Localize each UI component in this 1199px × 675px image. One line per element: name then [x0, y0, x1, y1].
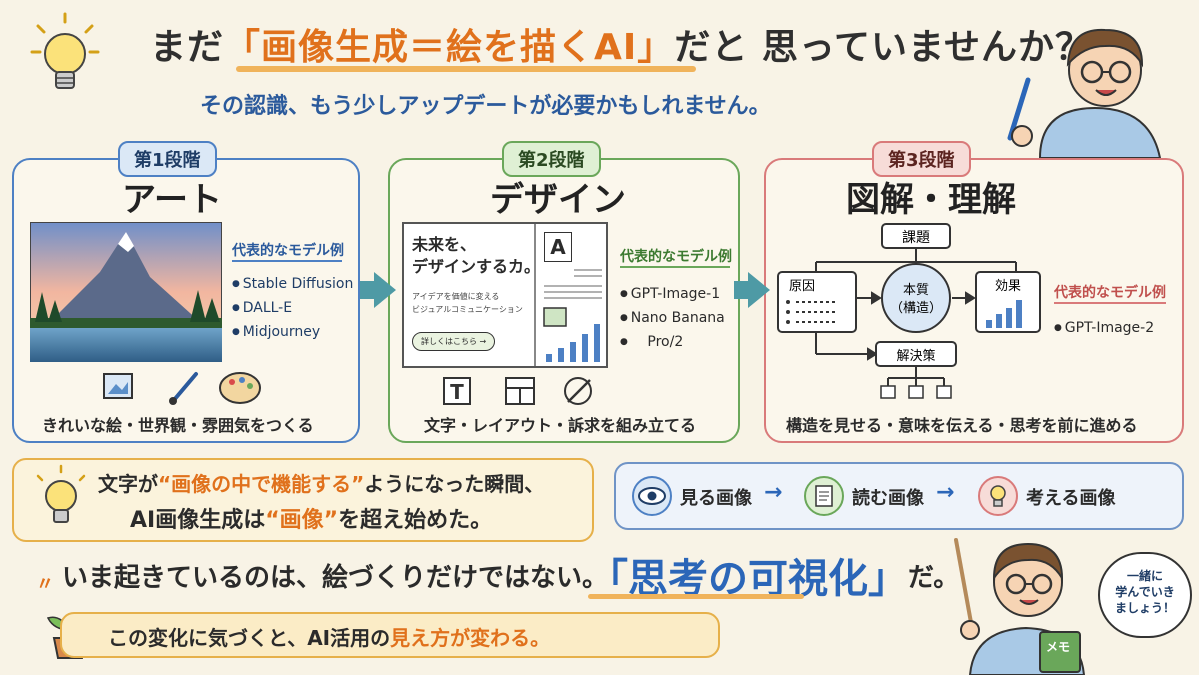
diagram-node-top: 課題	[902, 230, 930, 246]
svg-text:T: T	[450, 380, 464, 404]
insight-text: 文字が	[98, 472, 158, 496]
card-headline-line: 未来を、	[412, 235, 477, 254]
stage3-footer: 構造を見せる・意味を伝える・思考を前に進める	[786, 416, 1138, 435]
bubble-line: ましょう！	[1114, 601, 1175, 615]
stage1-models-label: 代表的なモデル例	[232, 243, 344, 259]
teacher-illustration	[1007, 28, 1162, 158]
stage3-model-list: GPT-Image-2	[1054, 316, 1154, 340]
insight-line1: 文字が“画像の中で機能する”ようになった瞬間、	[98, 468, 544, 497]
mountain-painting-image	[30, 222, 222, 362]
stage2-badge: 第2段階	[502, 141, 601, 177]
insight-box	[12, 458, 594, 542]
flow-step3: 考える画像	[1026, 488, 1116, 509]
student-illustration	[954, 538, 1086, 675]
subtitle: その認識、もう少しアップデートが必要かもしれません。	[200, 94, 771, 119]
stage2-models-label: 代表的なモデル例	[620, 249, 732, 265]
document-icon	[804, 476, 844, 516]
insight-text: AI画像生成は	[130, 508, 266, 533]
card-divider	[534, 224, 536, 366]
conclusion-underline	[588, 594, 804, 599]
card-sub-line: アイデアを価値に変える	[412, 292, 500, 301]
arrow-stage2-to-3	[734, 272, 770, 308]
stage2-title: デザイン	[490, 180, 626, 220]
letter-a-icon: A	[544, 232, 572, 262]
stage3-title: 図解・理解	[846, 180, 1016, 220]
insight-text: ようになった瞬間、	[364, 472, 545, 496]
lightbulb-icon	[30, 12, 100, 89]
concept-diagram: 課題 原因 本質 （構造） 効果 解決策	[777, 223, 1041, 399]
design-card-mockup: 未来を、 デザインするカ。 アイデアを価値に変える ビジュアルコミュニケーション…	[402, 222, 608, 368]
stage1-badge: 第1段階	[118, 141, 217, 177]
note-line: この変化に気づくと、AI活用の見え方が変わる。	[108, 622, 550, 651]
sparkle-icon: 〃	[36, 574, 54, 595]
model-item-cont-text: Pro/2	[647, 334, 684, 350]
stage1-title: アート	[122, 180, 222, 220]
flow-box	[614, 462, 1184, 530]
flow-arrow-icon: →	[764, 480, 783, 505]
card-headline: 未来を、 デザインするカ。	[412, 234, 540, 278]
model-item: GPT-Image-2	[1054, 316, 1154, 340]
diagram-node-bottom: 解決策	[896, 348, 935, 364]
bubble-line: 学んでいき	[1115, 585, 1175, 599]
conclusion-tail: だ。	[908, 563, 960, 593]
model-item: GPT-Image-1	[620, 282, 725, 306]
insight-highlight: “画像”	[265, 508, 339, 533]
stage1-label-underline	[232, 260, 342, 262]
stage1-footer: きれいな絵・世界観・雰囲気をつくる	[42, 416, 314, 435]
image-icon	[103, 373, 133, 399]
palette-icon	[219, 372, 261, 404]
stage3-label-underline	[1054, 302, 1166, 304]
card-chart-icon	[543, 269, 602, 362]
stage1-model-list: Stable Diffusion DALL-E Midjourney	[232, 272, 354, 344]
card-headline-line: デザインするカ。	[412, 257, 541, 276]
flow-step2: 読む画像	[852, 488, 924, 509]
text-icon: T	[443, 377, 471, 405]
stage2-label-underline	[620, 266, 730, 268]
conclusion-lead: いま起きているのは、絵づくりだけではない。	[62, 563, 609, 593]
flow-step1: 見る画像	[680, 488, 752, 509]
model-item-cont: ● Pro/2	[620, 330, 725, 354]
title-suffix: だと 思っていませんか？	[674, 27, 1092, 68]
flow-arrow-icon: →	[936, 480, 955, 505]
stage3-models-label: 代表的なモデル例	[1054, 285, 1166, 301]
stage2-footer: 文字・レイアウト・訴求を組み立てる	[424, 416, 697, 435]
stage2-model-list: GPT-Image-1 Nano Banana ● Pro/2	[620, 282, 725, 354]
lightbulb-icon	[36, 464, 86, 523]
insight-text: を超え始めた。	[338, 508, 493, 533]
layout-icon	[505, 377, 535, 405]
diagram-node-center-sub: （構造）	[890, 301, 942, 316]
diagram-node-left: 原因	[789, 279, 815, 294]
page-title: まだ「画像生成＝絵を描くAI」だと 思っていませんか？	[150, 27, 1092, 68]
conclusion-line: いま起きているのは、絵づくりだけではない。「思考の可視化」だ。	[62, 546, 959, 604]
card-subtext: アイデアを価値に変える ビジュアルコミュニケーション	[412, 290, 523, 316]
memo-label: メモ	[1046, 640, 1071, 654]
title-highlight: 画像生成＝絵を描くAI	[261, 27, 638, 68]
model-item: DALL-E	[232, 296, 353, 320]
eye-icon	[632, 476, 672, 516]
diagram-node-center: 本質	[903, 283, 929, 298]
card-sub-line: ビジュアルコミュニケーション	[412, 305, 523, 314]
speech-bubble: 一緒に 学んでいき ましょう！	[1098, 552, 1192, 638]
note-highlight: 見え方が変わる。	[390, 626, 551, 650]
note-box	[60, 612, 720, 658]
pen-icon	[564, 377, 592, 405]
brush-icon	[169, 372, 198, 405]
insight-highlight: “画像の中で機能する”	[158, 472, 365, 496]
arrow-stage1-to-2	[360, 272, 396, 308]
stage3-badge: 第3段階	[872, 141, 971, 177]
diagram-node-right: 効果	[995, 279, 1021, 294]
lightbulb-icon	[978, 476, 1018, 516]
model-item: Stable Diffusion	[232, 272, 354, 296]
insight-line2: AI画像生成は“画像”を超え始めた。	[130, 502, 492, 534]
note-text: この変化に気づくと、AI活用の	[108, 626, 391, 650]
stage1-icon-row	[103, 372, 261, 405]
stage2-icon-row: T	[443, 377, 592, 405]
model-item: Nano Banana	[620, 306, 725, 330]
card-cta-button[interactable]: 詳しくはこちら →	[412, 332, 496, 351]
title-underline	[236, 66, 696, 72]
model-item: Midjourney	[232, 320, 353, 344]
title-prefix: まだ	[150, 27, 225, 68]
bubble-line: 一緒に	[1126, 569, 1163, 583]
